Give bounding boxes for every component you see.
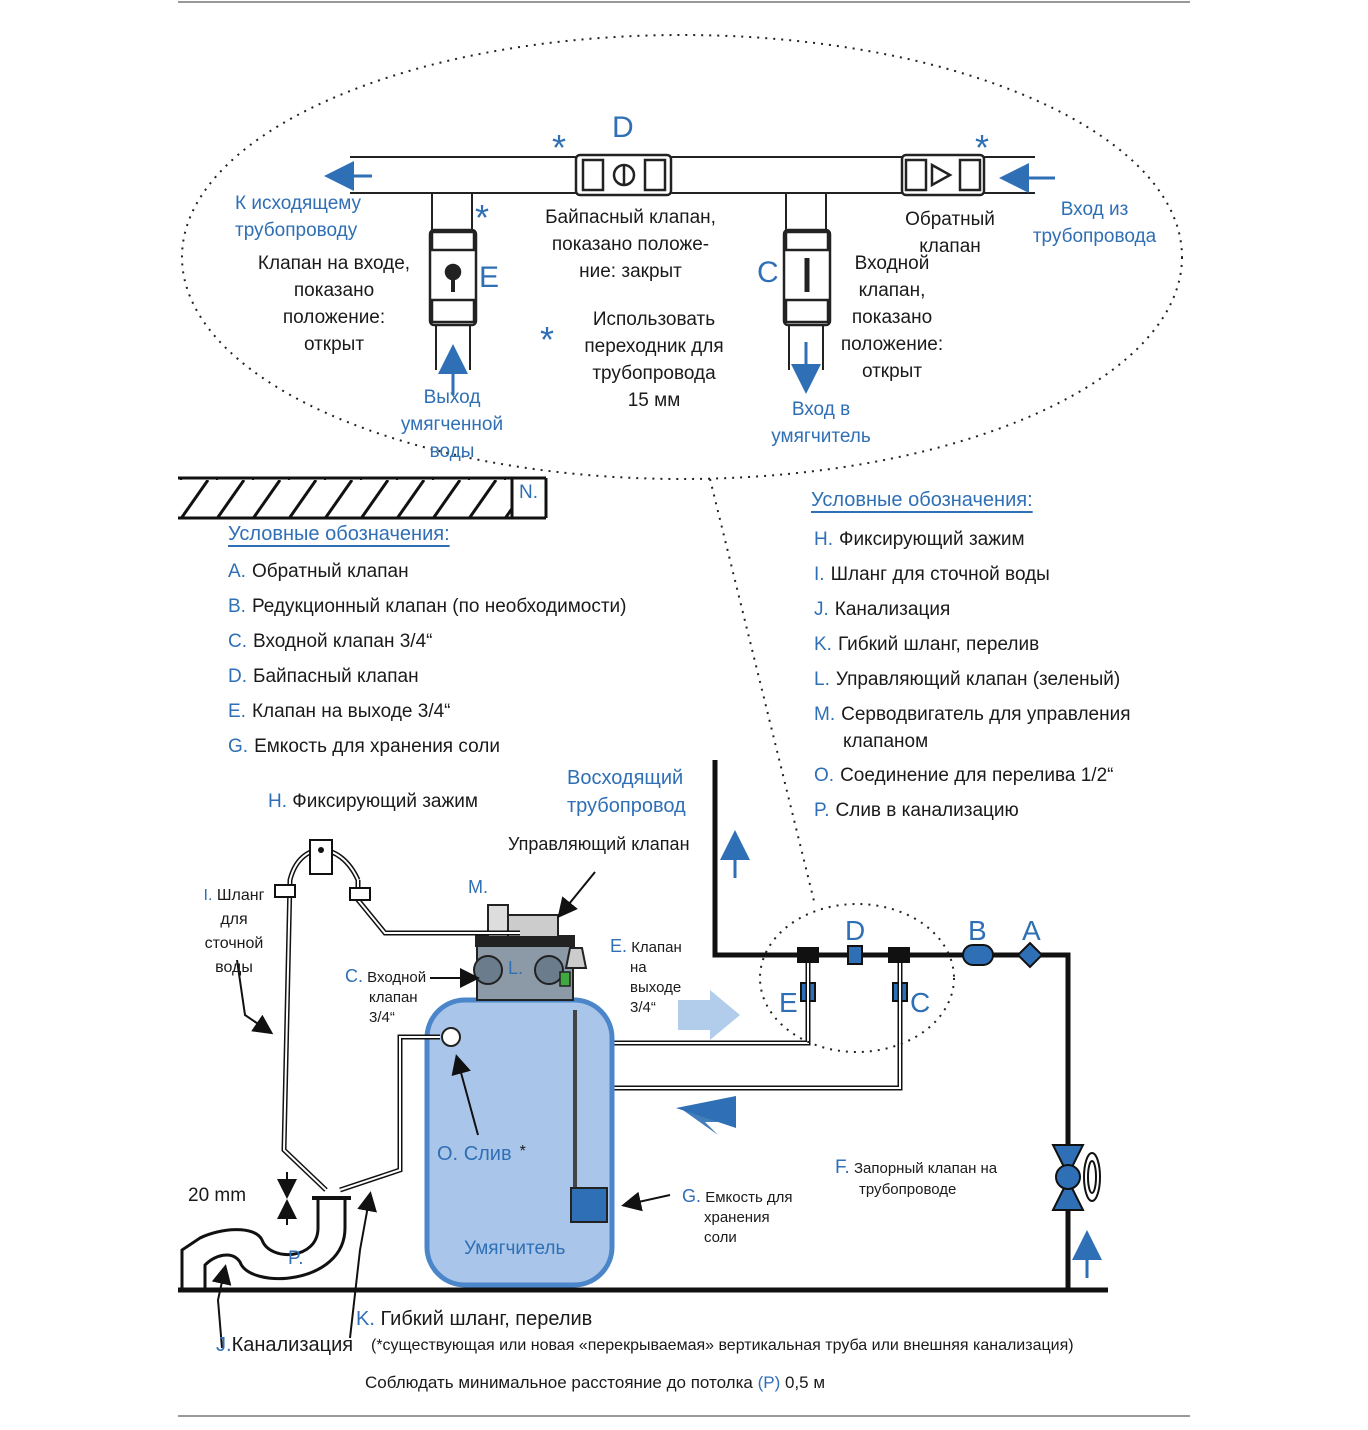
inlet-c-label: C. Входной клапан 3/4“ (345, 966, 427, 1026)
shutoff-valve-f (1051, 1144, 1101, 1211)
ceiling (178, 476, 548, 520)
zoom-leader-line (709, 478, 816, 906)
pointer-salt-g (621, 1191, 671, 1212)
legend-item: B.Редукционный клапан (по необходимости) (228, 596, 627, 617)
asterisk-outlet: * (475, 197, 489, 238)
min-distance-note: Соблюдать минимальное расстояние до пото… (365, 1373, 826, 1392)
pointer-drain-o (451, 1054, 479, 1136)
sewer-trap-p (180, 1196, 351, 1290)
pointer-control-valve (557, 871, 596, 919)
detail-label-d: D (612, 111, 634, 144)
clamp-label: H. Фиксирующий зажим (268, 791, 478, 812)
control-valve-label: Управляющий клапан (508, 834, 690, 854)
legend-item: J.Канализация (814, 599, 951, 620)
outlet-e-label: E. Клапан на выходе 3/4“ (610, 936, 682, 1016)
detail-label-c: C (757, 256, 779, 289)
ceiling-label: N. (519, 482, 538, 503)
asterisk-bypass: * (552, 127, 566, 168)
overflow-hose-k (339, 1036, 440, 1191)
detail-outlet-valve (428, 228, 478, 327)
legend-item: C.Входной клапан 3/4“ (228, 631, 433, 652)
detail-label-e: E (479, 261, 500, 294)
footnote: (*существующая или новая «перекрываемая»… (371, 1337, 1074, 1354)
label-a: A (1022, 915, 1041, 946)
flow-arrow-in-head (676, 1096, 736, 1128)
label-d: D (845, 915, 866, 946)
legend-item: H.Фиксирующий зажим (814, 529, 1025, 550)
label-m: M. (468, 877, 488, 897)
detail-bypass-valve (574, 153, 673, 197)
salt-grid (570, 1187, 608, 1223)
drain-fitting (441, 1027, 461, 1047)
pointer-flex-k (349, 1191, 377, 1339)
flow-arrow-out (678, 990, 740, 1040)
clamp-h (309, 839, 333, 875)
label-e: E (779, 987, 798, 1018)
check-valve-a (1016, 941, 1044, 969)
asterisk-check: * (975, 127, 989, 168)
label-p: P. (288, 1248, 304, 1269)
legend-item: A.Обратный клапан (228, 561, 409, 582)
legend-left-title: Условные обозначения: (228, 523, 450, 545)
legend-item: K.Гибкий шланг, перелив (814, 634, 1040, 655)
legend-item: L.Управляющий клапан (зеленый) (814, 669, 1121, 690)
pointer-sewer-j (211, 1264, 232, 1349)
legend-item: M.Серводвигатель для управления (814, 704, 1131, 725)
control-valve-head (473, 904, 588, 1001)
detail-ellipse (181, 34, 1183, 480)
legend-item: O.Соединение для перелива 1/2“ (814, 765, 1114, 786)
drain-o-label: O. Слив* (437, 1143, 526, 1165)
legend-item: I.Шланг для сточной воды (814, 564, 1050, 585)
legend-item: E.Клапан на выходе 3/4“ (228, 701, 451, 722)
bypass-valve-note: Байпасный клапан,показано положе-ние: за… (545, 207, 716, 282)
legend-item: D.Байпасный клапан (228, 666, 419, 687)
label-b: B (968, 915, 987, 946)
pointer-hose-i (236, 959, 274, 1035)
sewer-j-label: J.Канализация (216, 1334, 354, 1356)
legend-item: G.Емкость для хранения соли (228, 736, 500, 757)
salt-g-label: G. Емкость для хранения соли (682, 1186, 793, 1246)
legend-item: P.Слив в канализацию (814, 800, 1019, 821)
bypass-zoom-circle (759, 903, 955, 1053)
legend-item: клапаном (843, 731, 929, 752)
asterisk-note: * (540, 319, 554, 360)
detail-check-valve (900, 153, 986, 197)
shutoff-f-label: F. Запорный клапан на трубопроводе (835, 1157, 998, 1198)
label-l: L. (508, 958, 524, 978)
softener-label: Умягчитель (464, 1238, 566, 1259)
reducing-valve-b (962, 944, 994, 966)
flex-hose-k-label: K. Гибкий шланг, перелив (356, 1308, 593, 1330)
detail-inlet-valve (782, 228, 832, 327)
label-c: C (910, 987, 931, 1018)
gap-label: 20 mm (188, 1185, 247, 1206)
legend-right-title: Условные обозначения: (811, 489, 1033, 511)
